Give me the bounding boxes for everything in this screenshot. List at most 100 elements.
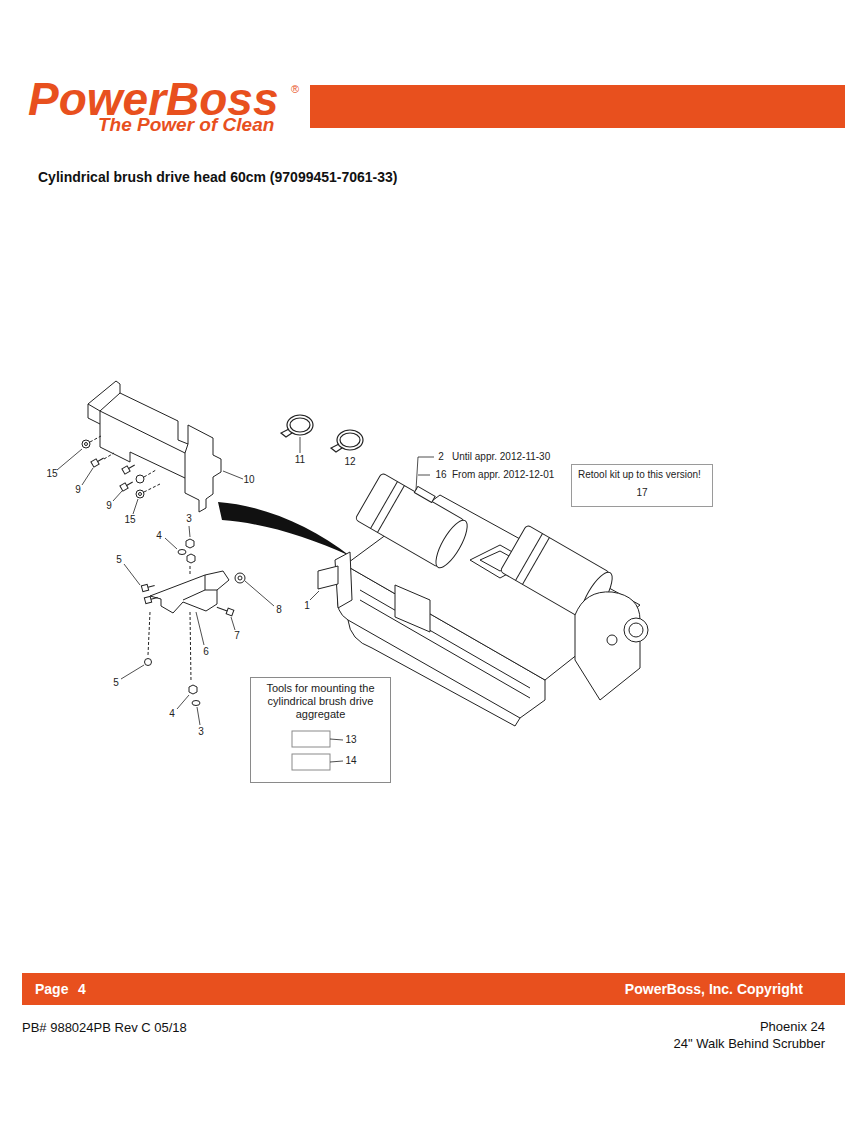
- clamp-tab: [281, 429, 292, 437]
- logo-tagline: The Power of Clean: [98, 115, 274, 134]
- callout-number: 7: [234, 630, 240, 642]
- footer-band: Page 4 PowerBoss, Inc. Copyright: [22, 973, 845, 1005]
- wheel: [624, 618, 648, 642]
- leader-line: [300, 437, 301, 453]
- bracket-part: [150, 571, 229, 613]
- callout-number: 4: [169, 708, 175, 720]
- callout-number: 16: [435, 469, 446, 481]
- nut: [186, 539, 194, 548]
- clamp-tab: [331, 444, 342, 452]
- screw: [216, 604, 234, 615]
- callout-number: 11: [295, 454, 305, 466]
- fasteners: [82, 436, 245, 706]
- washer: [85, 443, 88, 446]
- callout-number: 4: [156, 530, 162, 542]
- cover-outline: [88, 381, 221, 512]
- page-number: 4: [78, 981, 86, 998]
- callout-number: 5: [113, 677, 119, 689]
- tools-box: Tools for mounting the cylindrical brush…: [250, 677, 391, 783]
- leader-line: [133, 499, 138, 514]
- screw: [145, 659, 152, 666]
- callout-number: 14: [345, 755, 356, 767]
- copyright-text: PowerBoss, Inc. Copyright: [625, 981, 803, 998]
- page-title: Cylindrical brush drive head 60cm (97099…: [38, 169, 398, 185]
- leader-lines: [57, 437, 434, 762]
- leader-line: [124, 564, 140, 585]
- screw: [120, 479, 134, 491]
- leader-line: [310, 591, 319, 600]
- model-description: 24" Walk Behind Scrubber: [673, 1037, 825, 1052]
- callout-number: 15: [46, 468, 57, 480]
- leader-line: [165, 538, 177, 549]
- leader-line: [231, 617, 235, 630]
- callout-number: 8: [276, 604, 282, 616]
- bracket-edge: [183, 575, 217, 600]
- cover-edge: [88, 393, 188, 478]
- washer: [235, 573, 245, 583]
- version-note: From appr. 2012-12-01: [452, 469, 554, 481]
- clamp: [340, 433, 360, 447]
- bearing: [607, 635, 617, 645]
- screw: [144, 595, 158, 604]
- box-heading: Tools for mounting the cylindrical brush…: [257, 682, 384, 722]
- leader-line: [416, 457, 434, 490]
- callout-number: 17: [578, 487, 706, 499]
- nut: [187, 554, 195, 563]
- callout-number: 9: [75, 484, 81, 496]
- washer: [139, 493, 142, 496]
- washer: [82, 440, 90, 448]
- wheel: [629, 623, 643, 637]
- callout-number: 1: [304, 600, 310, 612]
- callout-number: 3: [198, 726, 204, 738]
- logo-mark: ®: [291, 84, 299, 95]
- washer: [136, 490, 144, 498]
- screw: [91, 455, 105, 467]
- callout-number: 15: [124, 514, 135, 526]
- leader-line: [197, 707, 200, 725]
- end-cap: [575, 592, 640, 700]
- page-label: Page: [35, 981, 68, 998]
- washer: [238, 576, 242, 580]
- clamp: [287, 415, 313, 435]
- callout-number: 13: [345, 734, 356, 746]
- leader-line: [223, 471, 243, 479]
- front-bracket: [395, 585, 430, 632]
- washer: [178, 550, 186, 555]
- document-number: PB# 988024PB Rev C 05/18: [22, 1021, 187, 1036]
- leader-line: [121, 665, 144, 679]
- hose-clamps: [281, 415, 363, 452]
- assembly-arrow: [218, 502, 350, 556]
- housing-edge: [360, 590, 530, 698]
- sticker-part: [318, 566, 338, 589]
- header-bar: [310, 85, 845, 128]
- leader-line: [82, 468, 93, 485]
- clamp: [290, 418, 310, 432]
- leader-line: [113, 491, 122, 501]
- leader-line: [330, 739, 343, 740]
- leader-line: [189, 526, 190, 537]
- note-text: Retool kit up to this version!: [578, 469, 706, 481]
- callout-number: 10: [243, 474, 254, 486]
- note-box: Retool kit up to this version! 17: [571, 464, 713, 507]
- callout-number: 9: [106, 500, 112, 512]
- leader-line: [57, 449, 82, 470]
- leader-line: [177, 695, 189, 709]
- callout-number: 6: [203, 646, 209, 658]
- version-note: Until appr. 2012-11-30: [452, 451, 550, 463]
- model-name: Phoenix 24: [760, 1020, 825, 1035]
- callout-number: 12: [344, 456, 355, 468]
- washer: [136, 475, 144, 483]
- washer: [192, 701, 200, 706]
- callout-number: 5: [116, 554, 122, 566]
- assembly-line: [90, 436, 160, 492]
- callout-number: 3: [186, 513, 192, 525]
- tool-box: [292, 754, 330, 770]
- screw: [141, 583, 155, 592]
- leader-line: [330, 761, 343, 762]
- leader-line: [245, 581, 274, 606]
- clamp: [337, 430, 363, 450]
- screw: [122, 462, 136, 474]
- nut: [189, 685, 197, 694]
